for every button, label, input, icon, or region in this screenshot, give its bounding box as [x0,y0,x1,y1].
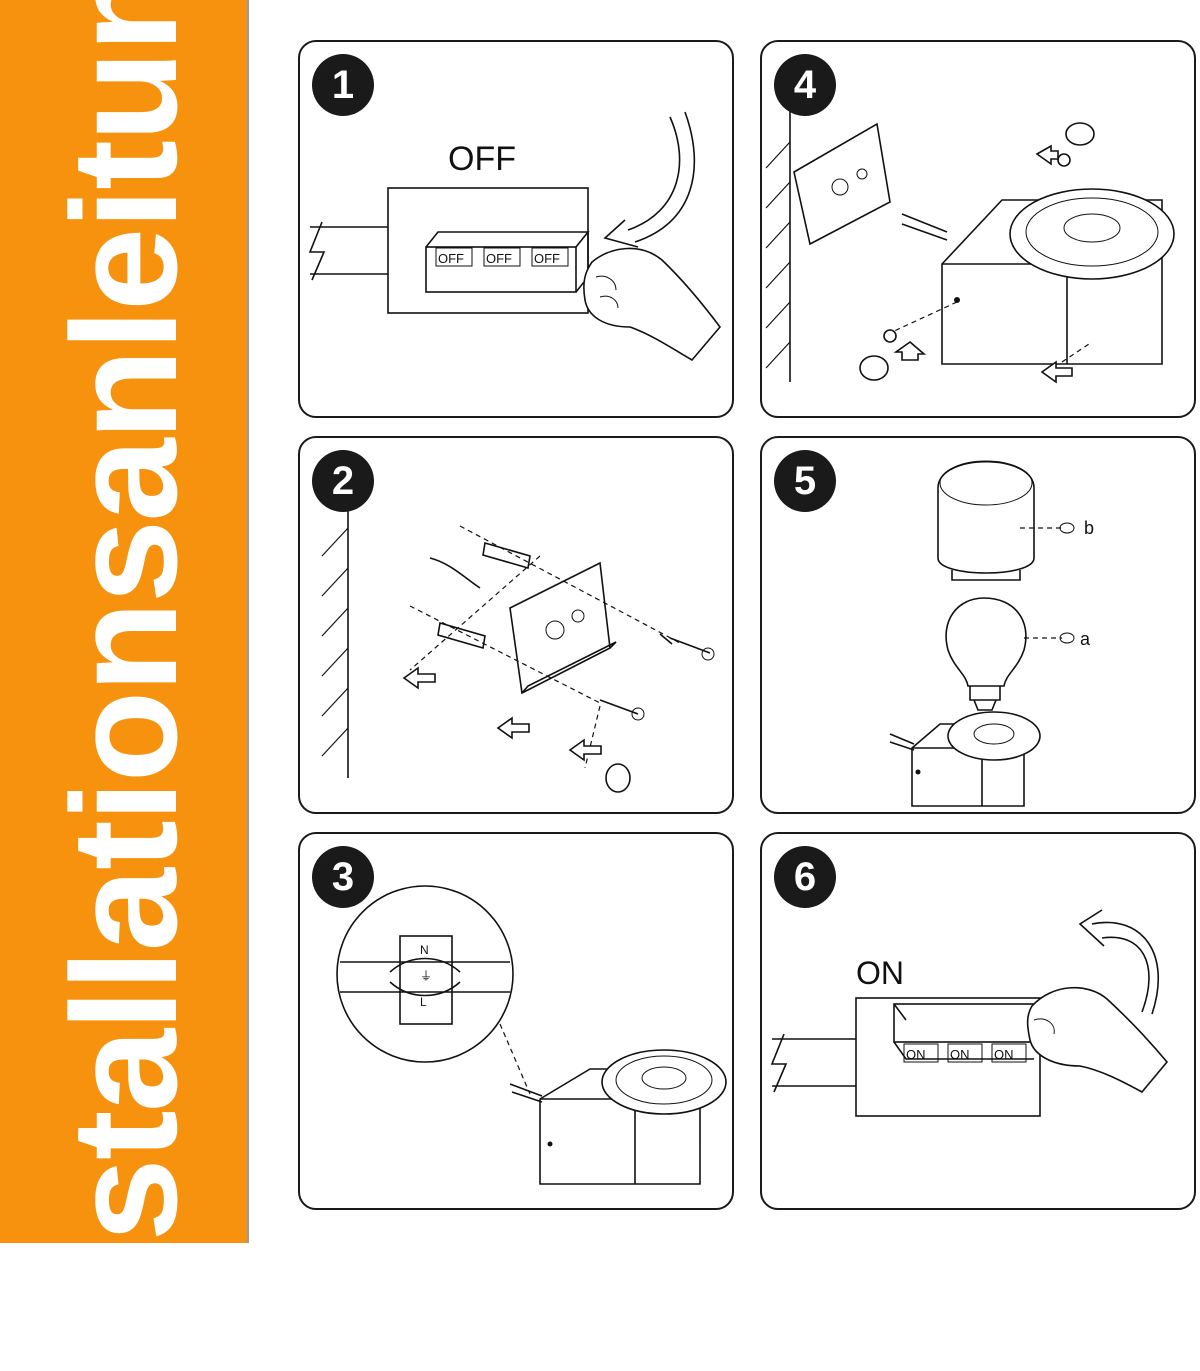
curved-arrow-icon [1091,921,1160,1015]
hand-icon [1026,986,1169,1094]
wall-dowel-icon [437,621,486,650]
ring-icon [605,763,631,793]
cable-line [308,221,400,281]
wire-icon [889,733,915,751]
step-3-badge: 3 [312,846,374,908]
terminal-label-n: N [420,943,429,957]
mounting-plate [509,561,611,695]
step-6-illustration: ON ON ON ON [770,909,1169,1117]
step-2-panel: 2 [298,436,734,814]
screw-icon [883,329,897,343]
switch-label-1: ON [906,1047,926,1062]
wall-hatch [321,527,349,757]
switch-label-3: OFF [534,251,560,266]
mains-cable [340,961,510,993]
terminal-label-ground: ⏚ [420,969,432,983]
step-2-illustration [321,498,715,793]
step-1-panel: OFF OFF OFF OFF 1 [298,40,734,418]
switch-label-2: ON [950,1047,970,1062]
sidebar: Installationsanleitung [0,0,249,1371]
step-3-illustration: N ⏚ L [336,885,727,1185]
step-6-panel: ON ON ON ON 6 [760,832,1196,1210]
step-3-panel: N ⏚ L 3 [298,832,734,1210]
switch-label-2: OFF [486,251,512,266]
glass-shade [937,461,1035,574]
step-6-label: ON [856,955,904,991]
cable-line [770,1033,862,1093]
arrow-icon [893,340,927,361]
arrow-icon [568,738,602,762]
wire-icon [901,213,948,241]
arrow-icon [402,666,436,690]
ring-icon [859,355,889,381]
ring-icon [1065,122,1095,146]
step-1-badge: 1 [312,54,374,116]
step-5-illustration: b a [889,460,1094,807]
step-2-badge: 2 [312,450,374,512]
light-bulb-icon [945,597,1027,687]
wiring-detail-circle [336,885,514,1063]
callout-b: b [1084,518,1094,538]
step-4-badge: 4 [774,54,836,116]
step-6-badge: 6 [774,846,836,908]
mounting-plate [793,122,891,246]
terminal-label-l: L [420,995,427,1009]
step-5-badge: 5 [774,450,836,512]
callout-a: a [1080,629,1091,649]
wire-icon [509,1083,543,1103]
arrow-icon [496,716,530,740]
lamp-socket-ring [947,711,1041,761]
switch-label-3: ON [994,1047,1014,1062]
wall-dowel-icon [482,541,531,570]
screw-icon [1057,153,1071,167]
step-1-label: OFF [448,140,516,178]
rotate-icon [1059,522,1075,534]
lamp-socket-ring [1009,188,1175,280]
curved-arrow-icon [627,111,696,243]
breaker-bar [893,1003,1035,1043]
wall-hatch [765,141,791,369]
hand-icon [583,247,722,362]
rotate-icon [1059,632,1075,644]
breaker-bar [425,246,577,293]
screw-icon [599,699,639,715]
switch-label-1: OFF [438,251,464,266]
arrow-icon [1035,144,1059,166]
arrow-icon [1040,360,1073,384]
terminal-block [399,935,453,1025]
step-5-panel: b a 5 [760,436,1196,814]
step-4-panel: 4 [760,40,1196,418]
step-4-illustration [765,102,1175,384]
wire-icon [429,557,481,589]
step-1-illustration: OFF OFF OFF OFF [308,111,722,362]
sidebar-title: Installationsanleitung [40,0,208,1371]
